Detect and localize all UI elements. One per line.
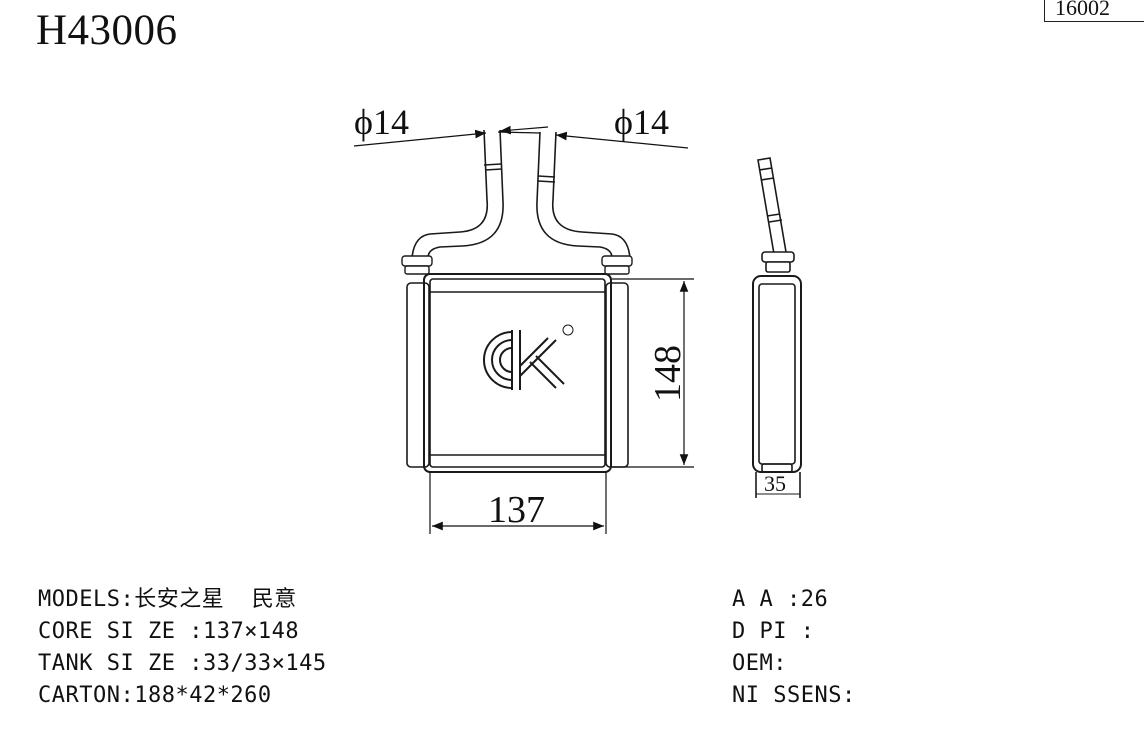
- left-pipe-diameter-label: ϕ14: [354, 102, 409, 142]
- ck-logo: [483, 330, 565, 390]
- heater-core-drawing: ϕ14 ϕ14 148 137 35: [353, 102, 802, 534]
- right-pipe-diameter-label: ϕ14: [614, 102, 669, 142]
- registered-icon: [562, 324, 574, 336]
- spec-nissens: NI SSENS:: [732, 683, 856, 708]
- side-view: [752, 157, 802, 498]
- height-dimension: [612, 278, 694, 468]
- pipe-diameter-dims: [353, 125, 689, 149]
- part-number-title: H43006: [36, 7, 178, 54]
- spec-dpi: D PI :: [732, 619, 815, 644]
- width-dimension-label: 137: [488, 489, 545, 531]
- reference-code-box: 16002: [1044, 0, 1144, 22]
- spec-aa: A A :26: [732, 587, 829, 612]
- spec-tank-size: TANK SI ZE :33/33×145: [38, 651, 327, 676]
- pipe-flanges: [401, 255, 633, 275]
- spec-core-size: CORE SI ZE :137×148: [38, 619, 300, 644]
- spec-oem: OEM:: [732, 651, 787, 676]
- specs-left-block: MODELS:长安之星 民意 CORE SI ZE :137×148 TANK …: [38, 584, 327, 712]
- width-dimension: [429, 472, 607, 534]
- height-dimension-label: 148: [647, 345, 689, 402]
- outlet-pipe: [536, 131, 631, 259]
- specs-right-block: A A :26 D PI : OEM: NI SSENS:: [732, 584, 856, 712]
- front-view-core: [406, 273, 629, 473]
- depth-dimension-label: 35: [764, 471, 786, 496]
- inlet-pipe: [411, 129, 504, 259]
- spec-carton: CARTON:188*42*260: [38, 683, 272, 708]
- spec-models: MODELS:长安之星 民意: [38, 587, 297, 612]
